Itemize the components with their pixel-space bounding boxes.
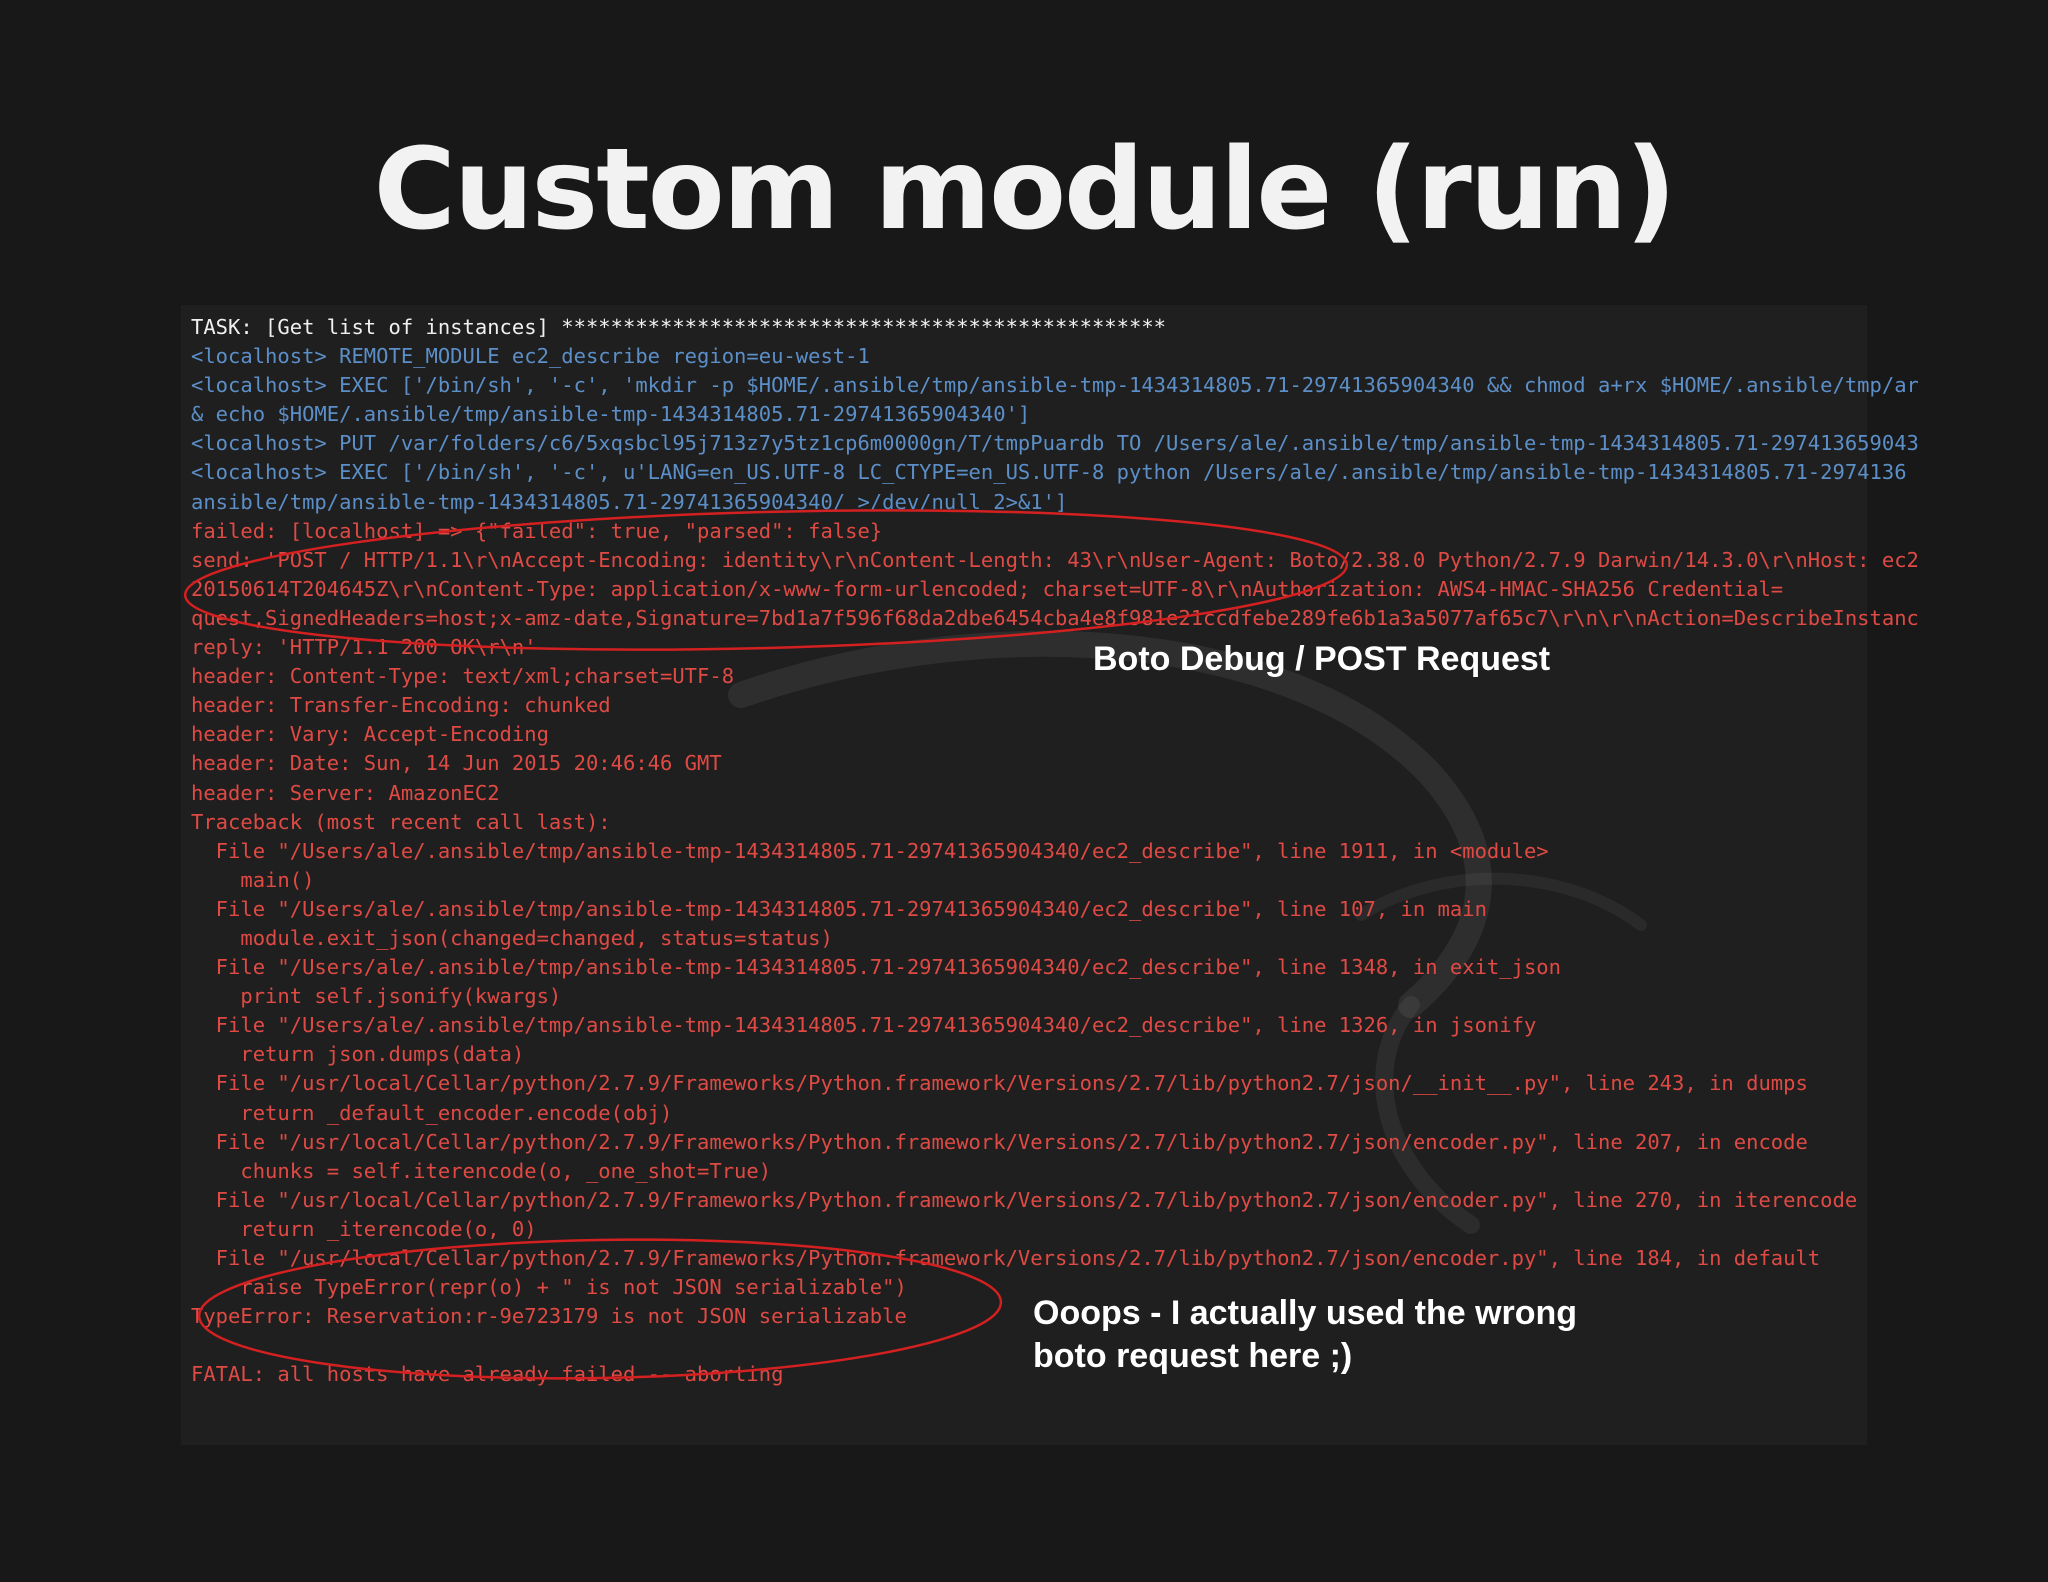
terminal-line: ansible/tmp/ansible-tmp-1434314805.71-29… xyxy=(191,489,1068,514)
terminal-line: <localhost> PUT /var/folders/c6/5xqsbcl9… xyxy=(191,431,1919,456)
annotation-boto-debug: Boto Debug / POST Request xyxy=(1093,640,1551,678)
terminal-line: chunks = self.iterencode(o, _one_shot=Tr… xyxy=(191,1158,772,1183)
terminal-line: File "/usr/local/Cellar/python/2.7.9/Fra… xyxy=(191,1187,1858,1212)
terminal-line: header: Date: Sun, 14 Jun 2015 20:46:46 … xyxy=(191,751,722,776)
terminal-output: TASK: [Get list of instances] **********… xyxy=(191,313,1919,1389)
annotation-oops-line-1: Ooops - I actually used the wrong xyxy=(1033,1294,1578,1332)
terminal-line: return _default_encoder.encode(obj) xyxy=(191,1100,673,1125)
annotation-oops-line-2: boto request here ;) xyxy=(1033,1337,1353,1375)
terminal-line: & echo $HOME/.ansible/tmp/ansible-tmp-14… xyxy=(191,402,1031,427)
terminal-line: main() xyxy=(191,867,315,892)
terminal-line: print self.jsonify(kwargs) xyxy=(191,984,562,1009)
terminal-line: module.exit_json(changed=changed, status… xyxy=(191,925,833,950)
terminal-line: <localhost> EXEC ['/bin/sh', '-c', 'mkdi… xyxy=(191,373,1919,398)
terminal-line: File "/usr/local/Cellar/python/2.7.9/Fra… xyxy=(191,1071,1808,1096)
terminal-line: File "/usr/local/Cellar/python/2.7.9/Fra… xyxy=(191,1246,1821,1270)
terminal-line: File "/Users/ale/.ansible/tmp/ansible-tm… xyxy=(191,838,1549,863)
terminal-line: <localhost> EXEC ['/bin/sh', '-c', u'LAN… xyxy=(191,460,1907,485)
terminal-line: <localhost> REMOTE_MODULE ec2_describe r… xyxy=(191,344,870,369)
terminal-line: TASK: [Get list of instances] **********… xyxy=(191,315,1167,339)
terminal-line: failed: [localhost] => {"failed": true, … xyxy=(191,518,883,543)
terminal-line: Traceback (most recent call last): xyxy=(191,809,611,834)
terminal-line: return json.dumps(data) xyxy=(191,1042,525,1067)
terminal-line: return _iterencode(o, 0) xyxy=(191,1216,537,1241)
slide-title: Custom module (run) xyxy=(373,125,1677,255)
terminal-line: reply: 'HTTP/1.1 200 OK\r\n' xyxy=(191,635,537,660)
terminal-line: header: Vary: Accept-Encoding xyxy=(191,722,549,747)
annotation-oops: Ooops - I actually used the wrong boto r… xyxy=(1033,1292,1753,1378)
terminal-line: File "/Users/ale/.ansible/tmp/ansible-tm… xyxy=(191,955,1561,980)
terminal-line: File "/Users/ale/.ansible/tmp/ansible-tm… xyxy=(191,896,1487,921)
terminal-line: header: Transfer-Encoding: chunked xyxy=(191,693,611,718)
terminal-line: File "/usr/local/Cellar/python/2.7.9/Fra… xyxy=(191,1129,1808,1154)
terminal-window: TASK: [Get list of instances] **********… xyxy=(181,305,1919,1445)
terminal-line: send: 'POST / HTTP/1.1\r\nAccept-Encodin… xyxy=(191,547,1919,572)
terminal-line: 20150614T204645Z\r\nContent-Type: applic… xyxy=(191,576,1784,601)
terminal-line: File "/Users/ale/.ansible/tmp/ansible-tm… xyxy=(191,1013,1537,1038)
terminal-line: header: Content-Type: text/xml;charset=U… xyxy=(191,664,735,689)
terminal-line: quest,SignedHeaders=host;x-amz-date,Sign… xyxy=(191,605,1919,630)
terminal-line: header: Server: AmazonEC2 xyxy=(191,780,500,805)
